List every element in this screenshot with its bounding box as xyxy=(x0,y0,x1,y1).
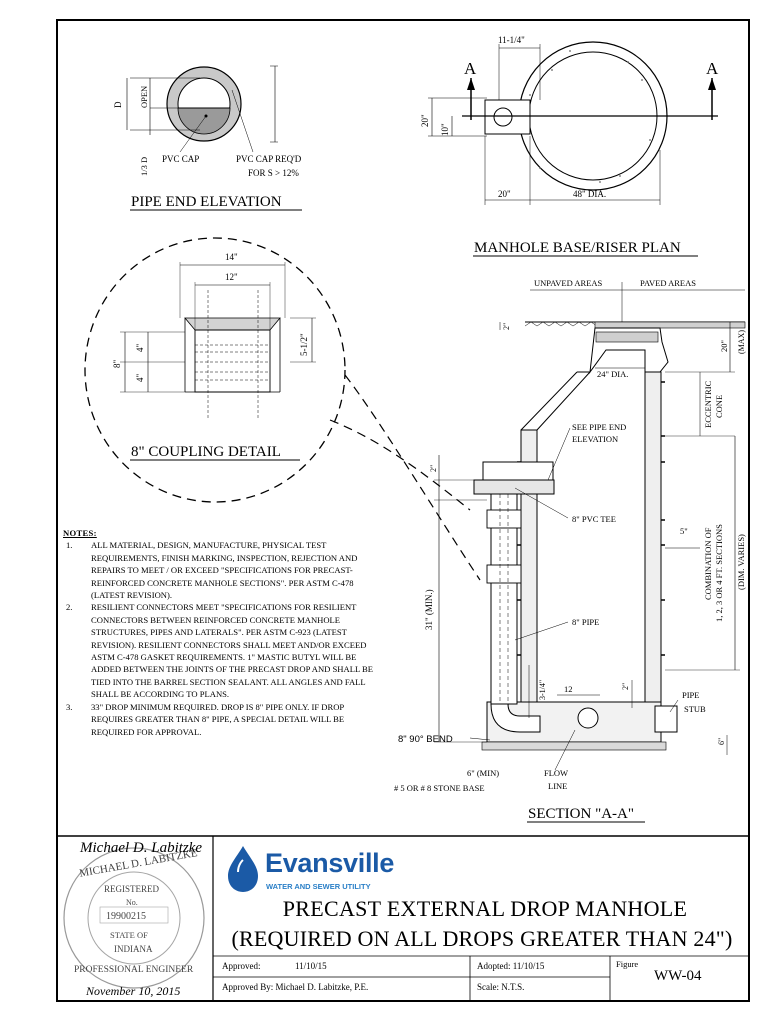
title-coupling-detail: 8" COUPLING DETAIL xyxy=(131,444,281,460)
label-pvc-tee: 8" PVC TEE xyxy=(572,514,616,524)
label-sections: 1, 2, 3 OR 4 FT. SECTIONS xyxy=(714,524,724,622)
label-paved: PAVED AREAS xyxy=(640,278,696,288)
dim-6-base: 6" xyxy=(717,738,726,745)
seal-state-of: STATE OF xyxy=(110,930,148,940)
adopted-date: Adopted: 11/10/15 xyxy=(477,961,545,971)
seal-ring-bottom: PROFESSIONAL ENGINEER xyxy=(74,965,194,975)
signature-date: November 10, 2015 xyxy=(85,984,180,998)
dim-31-min: 31" (MIN.) xyxy=(424,589,434,630)
seal-registered: REGISTERED xyxy=(104,884,159,894)
sheet-border xyxy=(56,19,750,1002)
dim-20-vert: 20" xyxy=(420,114,430,127)
figure-label: Figure xyxy=(616,959,639,969)
dim-max: (MAX) xyxy=(737,330,746,354)
signature: Michael D. Labitzke xyxy=(79,840,202,856)
dim-open: OPEN xyxy=(139,86,149,108)
manhole-base-riser-plan: 11-1/4" A A 20" 10" 20" 48" DIA. MANHOLE… xyxy=(420,35,719,257)
drawing-title-line1: PRECAST EXTERNAL DROP MANHOLE xyxy=(282,896,688,921)
note-text: RESILIENT CONNECTORS MEET "SPECIFICATION… xyxy=(91,602,374,700)
notes-heading: NOTES: xyxy=(63,528,97,538)
title-pipe-end-elevation: PIPE END ELEVATION xyxy=(131,194,282,210)
label-eccentric: ECCENTRIC xyxy=(703,380,713,428)
label-dim-varies: (DIM. VARIES) xyxy=(736,534,746,590)
approved-by: Approved By: Michael D. Labitzke, P.E. xyxy=(222,982,369,992)
dim-2-top: 2" xyxy=(502,323,511,330)
label-see-pipe-end: SEE PIPE END xyxy=(572,422,626,432)
title-section-aa: SECTION "A-A" xyxy=(528,806,634,822)
label-cone: CONE xyxy=(714,395,724,418)
title-base-riser-plan: MANHOLE BASE/RISER PLAN xyxy=(474,240,681,256)
logo-wordmark: Evansville xyxy=(265,848,395,878)
seal-state: INDIANA xyxy=(114,944,153,954)
dim-24-dia: 24" DIA. xyxy=(597,369,628,379)
coupling-detail: 14" 12" 8" 4" 4" 5-1/2" 8" COUPLING DETA… xyxy=(84,237,481,581)
label-90-bend: 8" 90° BEND xyxy=(398,734,453,745)
dim-6-min: 6" (MIN) xyxy=(467,768,499,778)
dim-12-base: 12 xyxy=(564,684,573,694)
pipe-end-elevation: D OPEN 1/3 D PVC CAP PVC CAP REQ'D FOR S… xyxy=(113,65,302,211)
note-number: 2. xyxy=(66,602,73,613)
dim-4-top: 4" xyxy=(135,344,145,353)
dim-11-1-4: 11-1/4" xyxy=(498,35,525,45)
seal-no: No. xyxy=(126,898,138,907)
dim-one-third-d: 1/3 D xyxy=(139,157,149,176)
label-for-s: FOR S > 12% xyxy=(248,168,299,178)
dim-5-1-2: 5-1/2" xyxy=(299,333,309,356)
dim-14: 14" xyxy=(225,252,238,262)
drawing-title-line2: (REQUIRED ON ALL DROPS GREATER THAN 24") xyxy=(231,926,733,951)
note-number: 1. xyxy=(66,540,73,551)
note-item: 2. RESILIENT CONNECTORS MEET "SPECIFICATI… xyxy=(63,601,385,700)
note-item: 1. ALL MATERIAL, DESIGN, MANUFACTURE, PHY… xyxy=(63,539,385,601)
evansville-logo-icon xyxy=(228,846,258,892)
label-combination: COMBINATION OF xyxy=(703,527,713,600)
label-8-pipe: 8" PIPE xyxy=(572,617,599,627)
dim-5: 5" xyxy=(680,526,688,536)
note-item: 3. 33" DROP MINIMUM REQUIRED. DROP IS 8" … xyxy=(63,701,385,738)
dim-12: 12" xyxy=(225,272,238,282)
label-pipe: PIPE xyxy=(682,690,699,700)
label-elevation: ELEVATION xyxy=(572,434,618,444)
figure-number: WW-04 xyxy=(654,968,702,984)
label-pvc-cap-reqd: PVC CAP REQ'D xyxy=(236,154,302,164)
note-text: ALL MATERIAL, DESIGN, MANUFACTURE, PHYSI… xyxy=(91,540,358,601)
label-line: LINE xyxy=(548,781,567,791)
scale: Scale: N.T.S. xyxy=(477,982,525,992)
dim-20-max: 20" xyxy=(719,340,729,352)
dim-10-vert: 10" xyxy=(440,123,450,136)
dim-4-bottom: 4" xyxy=(135,374,145,383)
approved-label: Approved: xyxy=(222,961,261,971)
label-pvc-cap: PVC CAP xyxy=(162,154,199,164)
seal-number: 19900215 xyxy=(106,911,146,922)
note-text: 33" DROP MINIMUM REQUIRED. DROP IS 8" PI… xyxy=(91,701,345,737)
note-number: 3. xyxy=(66,701,73,712)
dim-8: 8" xyxy=(112,360,122,369)
approved-date: 11/10/15 xyxy=(295,961,327,971)
dim-20-horiz: 20" xyxy=(498,189,511,199)
engineer-seal: MICHAEL D. LABITZKE REGISTERED No. 19900… xyxy=(63,847,205,989)
label-stone-base: # 5 OR # 8 STONE BASE xyxy=(394,783,485,793)
notes-list: 1. ALL MATERIAL, DESIGN, MANUFACTURE, PHY… xyxy=(63,539,385,738)
dim-48-dia: 48" DIA. xyxy=(573,189,606,199)
dim-2-mid: 2" xyxy=(429,465,438,472)
dim-2-base: 2" xyxy=(621,683,630,690)
section-marker-a-left: A xyxy=(464,59,477,78)
section-aa: UNPAVED AREAS PAVED AREAS 2" 20" (MAX) 2… xyxy=(394,278,746,823)
label-flow: FLOW xyxy=(544,768,568,778)
label-unpaved: UNPAVED AREAS xyxy=(534,278,603,288)
section-marker-a-right: A xyxy=(706,59,719,78)
notes-block: NOTES: 1. ALL MATERIAL, DESIGN, MANUFACTU… xyxy=(63,527,385,738)
logo-tagline: WATER AND SEWER UTILITY xyxy=(266,882,371,891)
label-stub: STUB xyxy=(684,704,706,714)
dim-3-1-4: 3-1/4" xyxy=(538,680,547,700)
dim-d: D xyxy=(113,101,123,108)
